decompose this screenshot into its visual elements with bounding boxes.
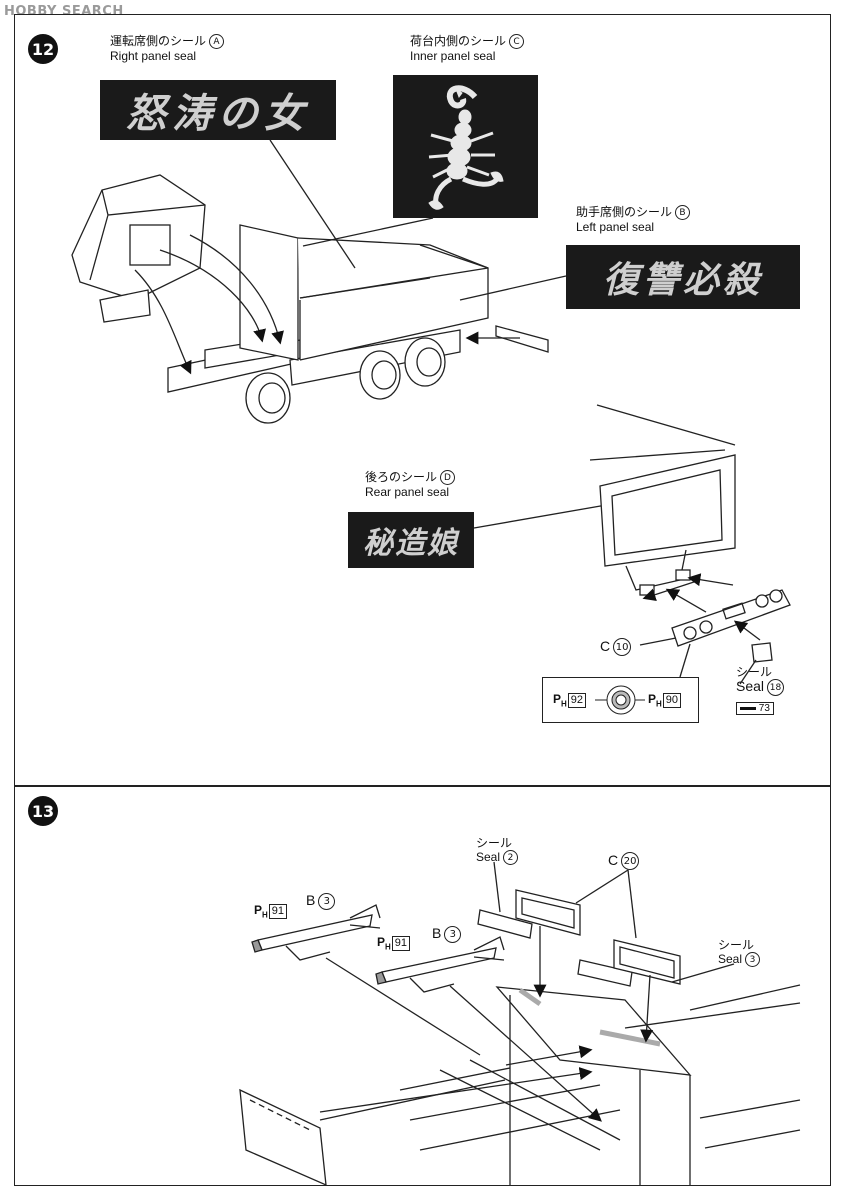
step-12-truck-drawing bbox=[71, 139, 791, 685]
light-lens-icon bbox=[595, 685, 645, 715]
seal-b-jp: 助手席側のシール bbox=[576, 205, 673, 219]
seal-d-en: Rear panel seal bbox=[365, 485, 450, 499]
seal-18-page-ref-number: 73 bbox=[758, 703, 770, 714]
seal-c-en: Inner panel seal bbox=[410, 49, 496, 63]
seal-18-page-ref: 73 bbox=[736, 702, 774, 715]
seal-b-marker: B bbox=[675, 205, 691, 220]
seal-18-en: Seal bbox=[736, 678, 765, 695]
part-c20-number: 20 bbox=[621, 852, 640, 871]
step-13-number: 13 bbox=[28, 796, 58, 826]
watermark-logo: HOBBY SEARCH bbox=[4, 4, 124, 19]
seal-d-decal-text: 秘造娘 bbox=[363, 526, 459, 561]
step-12-panel bbox=[14, 14, 831, 786]
seal-c-decal-scorpion bbox=[393, 75, 538, 218]
seal-3-number: 3 bbox=[745, 952, 761, 968]
paint-h91-b-num: 91 bbox=[391, 936, 411, 951]
scorpion-icon bbox=[428, 85, 504, 210]
part-b3a-number: 3 bbox=[318, 892, 336, 910]
paint-right-code: H bbox=[656, 699, 662, 709]
part-b3b-letter: B bbox=[432, 925, 442, 941]
seal-2-en: Seal bbox=[476, 850, 501, 864]
step-12-number: 12 bbox=[28, 34, 58, 64]
seal-a-en: Right panel seal bbox=[110, 49, 197, 63]
seal-b-decal-text: 復讐必殺 bbox=[602, 259, 763, 301]
seal-c-marker: C bbox=[509, 34, 525, 49]
seal-3-en: Seal bbox=[718, 952, 743, 966]
seal-2-jp: シール bbox=[476, 836, 513, 850]
seal-3-jp: シール bbox=[718, 938, 755, 952]
seal-b-decal: 復讐必殺 bbox=[566, 245, 800, 309]
seal-a-marker: A bbox=[209, 34, 225, 49]
seal-a-decal: 怒涛の女 bbox=[100, 80, 336, 140]
step-13-panel bbox=[14, 786, 831, 1186]
part-c10-letter: C bbox=[600, 638, 611, 654]
paint-h91-a-code: H bbox=[262, 910, 268, 920]
seal-d-marker: D bbox=[440, 470, 456, 485]
seal-2-number: 2 bbox=[503, 850, 519, 866]
paint-left-num: 92 bbox=[567, 693, 587, 708]
paint-h91-a-num: 91 bbox=[268, 904, 288, 919]
part-b3a-letter: B bbox=[306, 892, 316, 908]
seal-d-decal: 秘造娘 bbox=[348, 512, 474, 568]
part-c20-letter: C bbox=[608, 852, 619, 868]
seal-a-decal-text: 怒涛の女 bbox=[126, 90, 310, 137]
step-13-assembly-drawing bbox=[239, 861, 801, 1187]
part-b3b-number: 3 bbox=[444, 925, 462, 943]
paint-right-num: 90 bbox=[662, 693, 682, 708]
seal-b-en: Left panel seal bbox=[576, 220, 655, 234]
seal-a-jp: 運転席側のシール bbox=[110, 34, 207, 48]
watermark-text: HOBBY SEARCH bbox=[4, 4, 124, 19]
page-ref-bar bbox=[740, 706, 756, 710]
paint-h91-b-code: H bbox=[385, 942, 391, 952]
part-c10-number: 10 bbox=[613, 638, 632, 657]
paint-left-code: H bbox=[561, 699, 567, 709]
seal-18-number: 18 bbox=[767, 679, 785, 696]
seal-c-jp: 荷台内側のシール bbox=[410, 34, 507, 48]
seal-d-jp: 後ろのシール bbox=[365, 470, 438, 484]
